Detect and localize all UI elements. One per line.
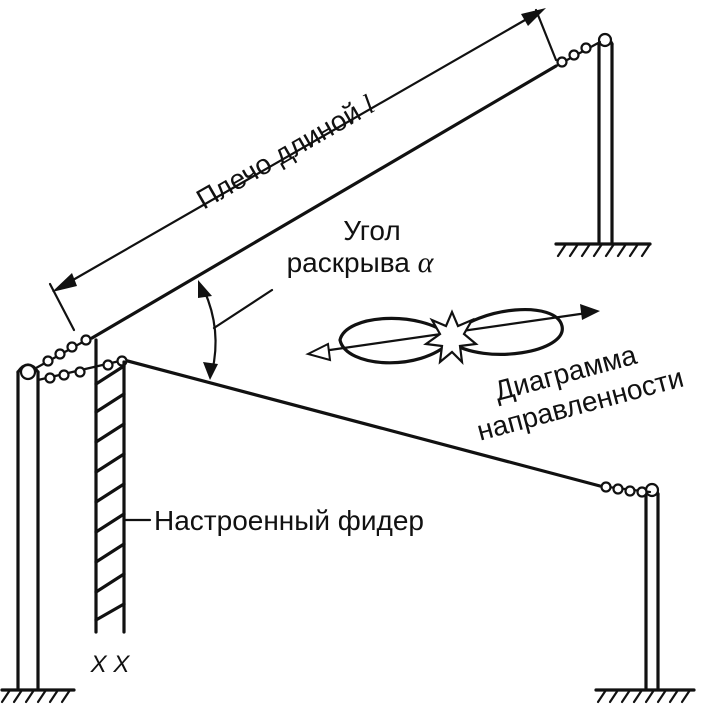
- left-mast: [16, 363, 40, 690]
- lower-right-mast: [644, 482, 660, 690]
- feeder-label: Настроенный фидер: [154, 505, 424, 536]
- pattern-label-group: Диаграмма направленности: [474, 339, 687, 447]
- upper-right-mast: [597, 32, 614, 244]
- opening-angle-arc: [198, 280, 274, 380]
- radiation-pattern: [305, 304, 600, 366]
- upper-arm-wire: [34, 40, 602, 370]
- arm-length-label: Плечо длиной l: [191, 88, 380, 216]
- feeder-terminals-label: X X: [90, 651, 131, 678]
- arm-length-dimension: [48, 8, 558, 332]
- lower-arm-wire: [36, 355, 652, 498]
- angle-label-line1: Угол: [343, 215, 400, 246]
- angle-label-line2: раскрыва α: [287, 246, 435, 279]
- arm-length-label-group: Плечо длиной l: [191, 88, 380, 216]
- tuned-feeder: [94, 338, 126, 634]
- source-star: [423, 309, 479, 366]
- upper-right-ground-symbol: [554, 242, 652, 258]
- lower-right-ground-symbol: [594, 688, 696, 704]
- left-ground-symbol: [0, 688, 76, 704]
